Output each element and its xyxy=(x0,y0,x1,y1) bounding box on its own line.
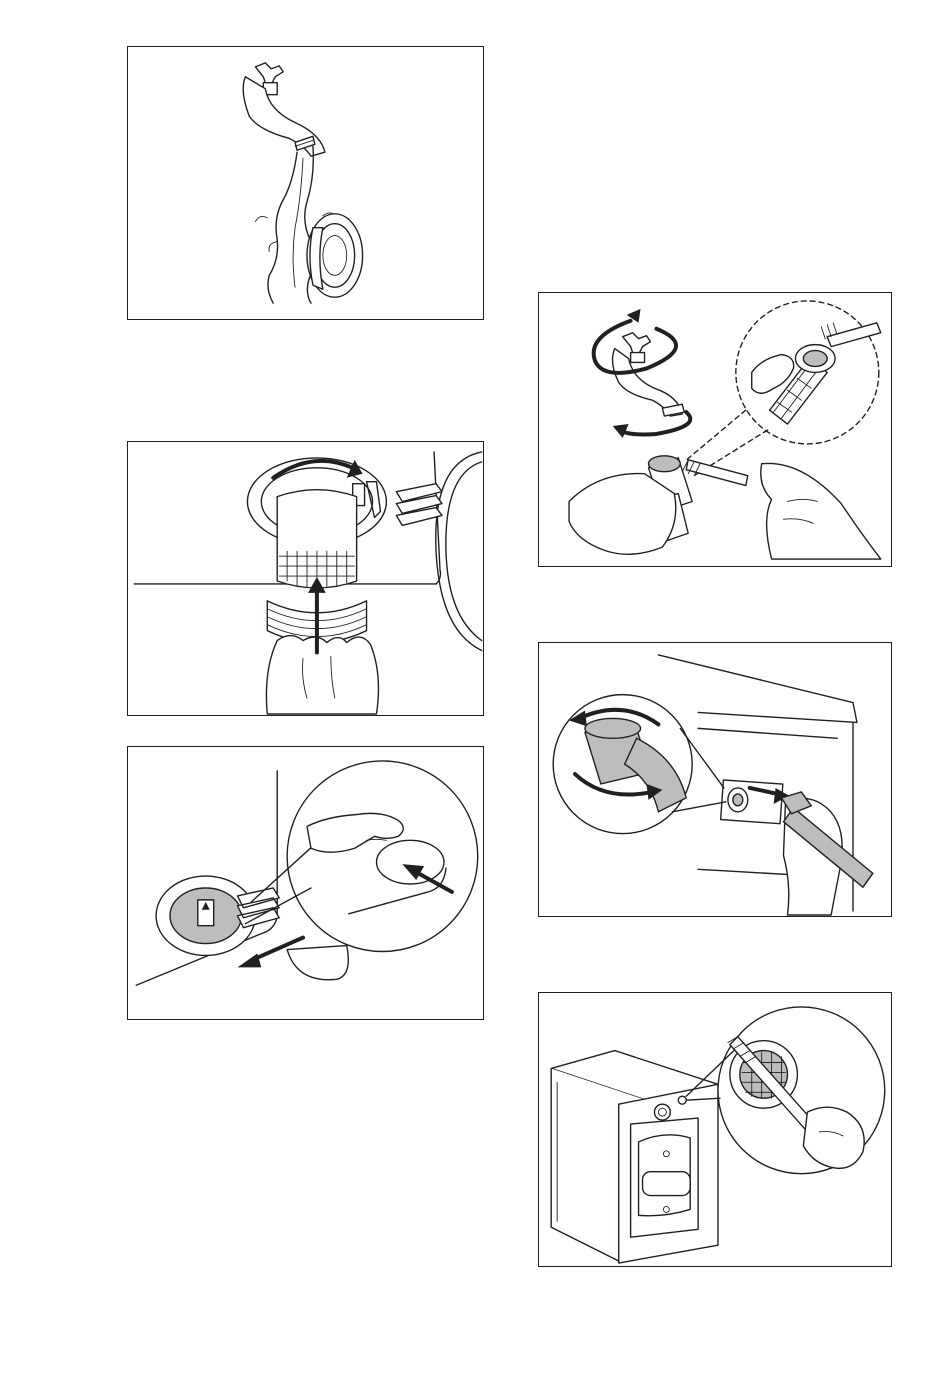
close-tap-arrow-icon xyxy=(594,309,691,438)
hand-icon xyxy=(782,792,873,915)
brush-icon xyxy=(821,323,881,347)
filter-door xyxy=(287,946,348,980)
detail-magnifier xyxy=(684,301,881,476)
illustration-clean-valve-filter xyxy=(539,993,891,1266)
drain-filter-cap xyxy=(307,214,363,297)
detail-magnifier xyxy=(553,695,726,834)
illustration-clean-hose-filter xyxy=(539,293,891,566)
illustration-remove-hose xyxy=(539,643,891,916)
tap-icon xyxy=(243,63,325,156)
figure-clean-inlet-valve-filter xyxy=(538,992,892,1267)
filter-grip xyxy=(396,484,442,526)
figure-rinse-filter-under-tap xyxy=(127,46,484,320)
hand-icon xyxy=(266,636,378,714)
figure-insert-drain-filter xyxy=(127,441,484,716)
illustration-insert-filter xyxy=(128,442,483,715)
illustration-tap-rinsing-filter xyxy=(128,47,483,319)
illustration-close-door xyxy=(128,747,483,1019)
brush-icon xyxy=(682,460,748,486)
detail-magnifier xyxy=(245,761,477,952)
figure-close-filter-door xyxy=(127,746,484,1020)
washing-machine-rear xyxy=(551,1051,718,1263)
drum-door-edge xyxy=(436,452,482,651)
figure-clean-hose-filter xyxy=(538,292,892,567)
figure-remove-inlet-hose xyxy=(538,642,892,917)
